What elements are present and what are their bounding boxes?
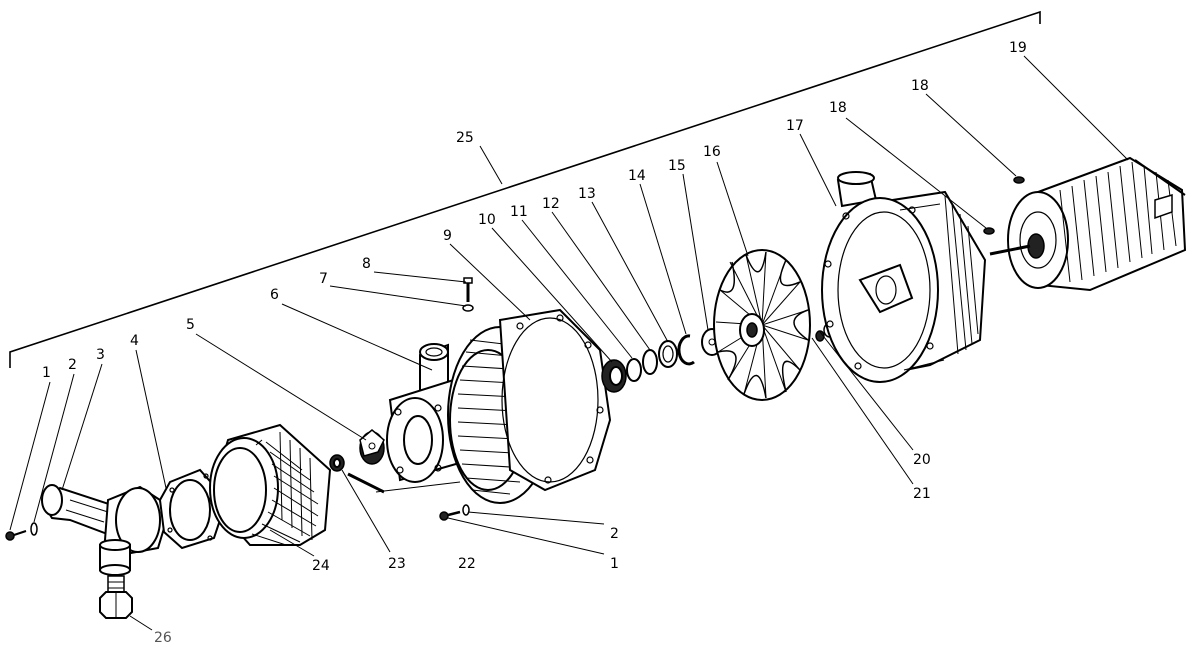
part-21-washer <box>815 330 825 342</box>
label-24: 24 <box>312 558 330 574</box>
label-19: 19 <box>1009 40 1027 56</box>
label-1-lower: 1 <box>610 556 619 572</box>
part-4-gasket <box>158 468 222 550</box>
part-19-motor <box>989 156 1187 292</box>
label-23: 23 <box>388 556 406 572</box>
part-23-nut <box>329 454 345 472</box>
label-6: 6 <box>270 287 279 303</box>
label-12: 12 <box>542 196 560 212</box>
label-7: 7 <box>319 271 328 287</box>
label-25: 25 <box>456 130 474 146</box>
label-2: 2 <box>68 357 77 373</box>
part-9-back-plate <box>498 308 612 492</box>
label-20: 20 <box>913 452 931 468</box>
label-1: 1 <box>42 365 51 381</box>
label-15: 15 <box>668 158 686 174</box>
label-18-b: 18 <box>911 78 929 94</box>
part-1-bolt-lower <box>439 510 461 521</box>
label-17: 17 <box>786 118 804 134</box>
label-14: 14 <box>628 168 646 184</box>
part-2-washer-lower <box>462 504 470 516</box>
label-8: 8 <box>362 256 371 272</box>
part-17-motor-bracket <box>821 171 987 383</box>
label-21: 21 <box>913 486 931 502</box>
part-2-washer <box>30 522 38 536</box>
part-13-snap-ring <box>658 340 678 368</box>
part-5-inducer <box>359 429 385 465</box>
part-7-washer <box>462 304 474 312</box>
part-1-bolt <box>5 530 27 541</box>
label-10: 10 <box>478 212 496 228</box>
part-12-ring <box>642 349 658 375</box>
part-10-bearing <box>601 359 627 393</box>
part-labels: 1 2 3 4 5 6 7 8 9 10 11 12 13 14 15 16 1… <box>42 40 1027 646</box>
part-14-circlip <box>677 334 695 366</box>
label-5: 5 <box>186 317 195 333</box>
label-3: 3 <box>96 347 105 363</box>
label-16: 16 <box>703 144 721 160</box>
part-22-pin <box>347 472 385 494</box>
part-11-seal-ring <box>626 358 642 382</box>
assembly-bracket <box>9 10 1041 368</box>
part-18-screw-a <box>983 227 995 235</box>
label-18-a: 18 <box>829 100 847 116</box>
part-24-strainer <box>208 423 332 546</box>
label-22: 22 <box>458 556 476 572</box>
label-26: 26 <box>154 630 172 646</box>
leader-lines <box>9 55 1129 631</box>
part-3-outlet-elbow <box>41 484 167 576</box>
part-18-screw-b <box>1013 176 1025 184</box>
part-8-bolt <box>463 277 473 302</box>
part-26-drain-plug <box>99 575 133 619</box>
label-2-lower: 2 <box>610 526 619 542</box>
part-16-impeller <box>713 249 811 401</box>
label-11: 11 <box>510 204 528 220</box>
label-4: 4 <box>130 333 139 349</box>
label-13: 13 <box>578 186 596 202</box>
label-9: 9 <box>443 228 452 244</box>
